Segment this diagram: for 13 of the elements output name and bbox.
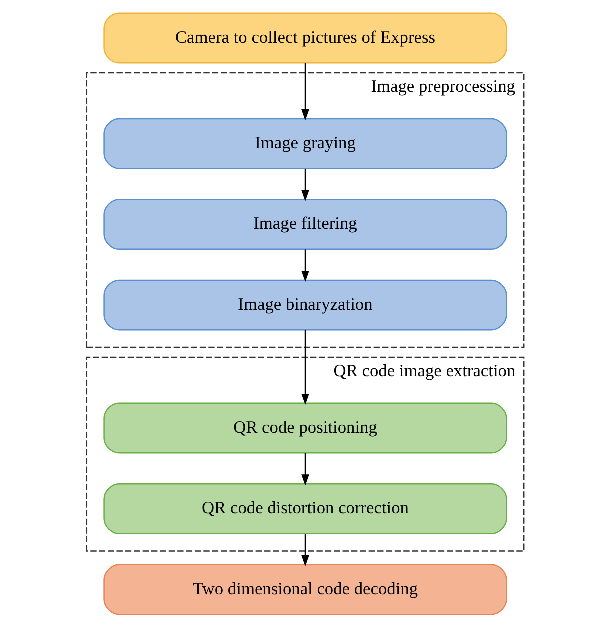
arrow [301,63,309,121]
node-box: Image graying [103,118,507,170]
node-box: QR code distortion correction [103,484,507,534]
arrow [301,168,309,202]
node-box: Image filtering [103,199,507,250]
node-box: Image binaryzation [103,280,507,331]
arrow [301,250,309,282]
arrow [301,330,309,406]
arrow [301,534,309,567]
node-box: Two dimensional code decoding [103,564,507,616]
node-box: Camera to collect pictures of Express [103,12,507,64]
node-box: QR code positioning [103,402,507,454]
arrow [301,453,309,486]
